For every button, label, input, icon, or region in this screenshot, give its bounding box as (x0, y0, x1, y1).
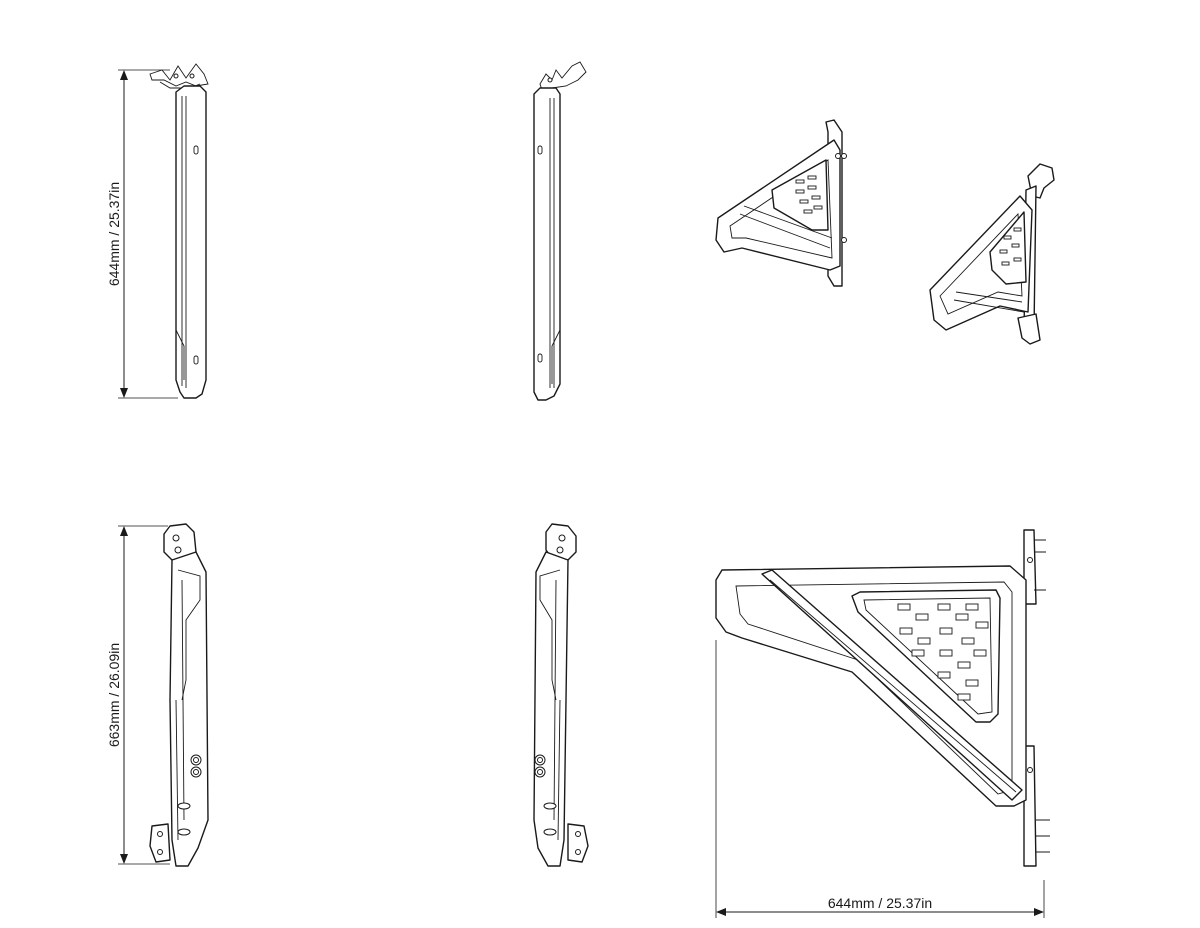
height-top-label: 644mm / 25.37in (106, 182, 122, 286)
side-view-top-middle (533, 61, 587, 401)
height-bottom-label: 663mm / 26.09in (106, 643, 122, 747)
dimension-width-bottom: 644mm / 25.37in (715, 640, 1045, 918)
front-view-top-left (149, 63, 209, 399)
dimension-height-bottom: 663mm / 26.09in (106, 525, 170, 865)
front-view-bottom-right (715, 529, 1050, 867)
side-view-bottom-left (149, 523, 209, 867)
step-pad-slots-2 (999, 227, 1022, 266)
side-view-bottom-middle (533, 523, 589, 867)
isometric-view-1 (715, 119, 847, 287)
isometric-view-2 (929, 163, 1055, 345)
width-bottom-label: 644mm / 25.37in (828, 895, 932, 911)
dimension-height-top: 644mm / 25.37in (106, 69, 178, 399)
step-pad-slots-3 (897, 603, 989, 701)
step-pad-slots-1 (795, 175, 823, 214)
